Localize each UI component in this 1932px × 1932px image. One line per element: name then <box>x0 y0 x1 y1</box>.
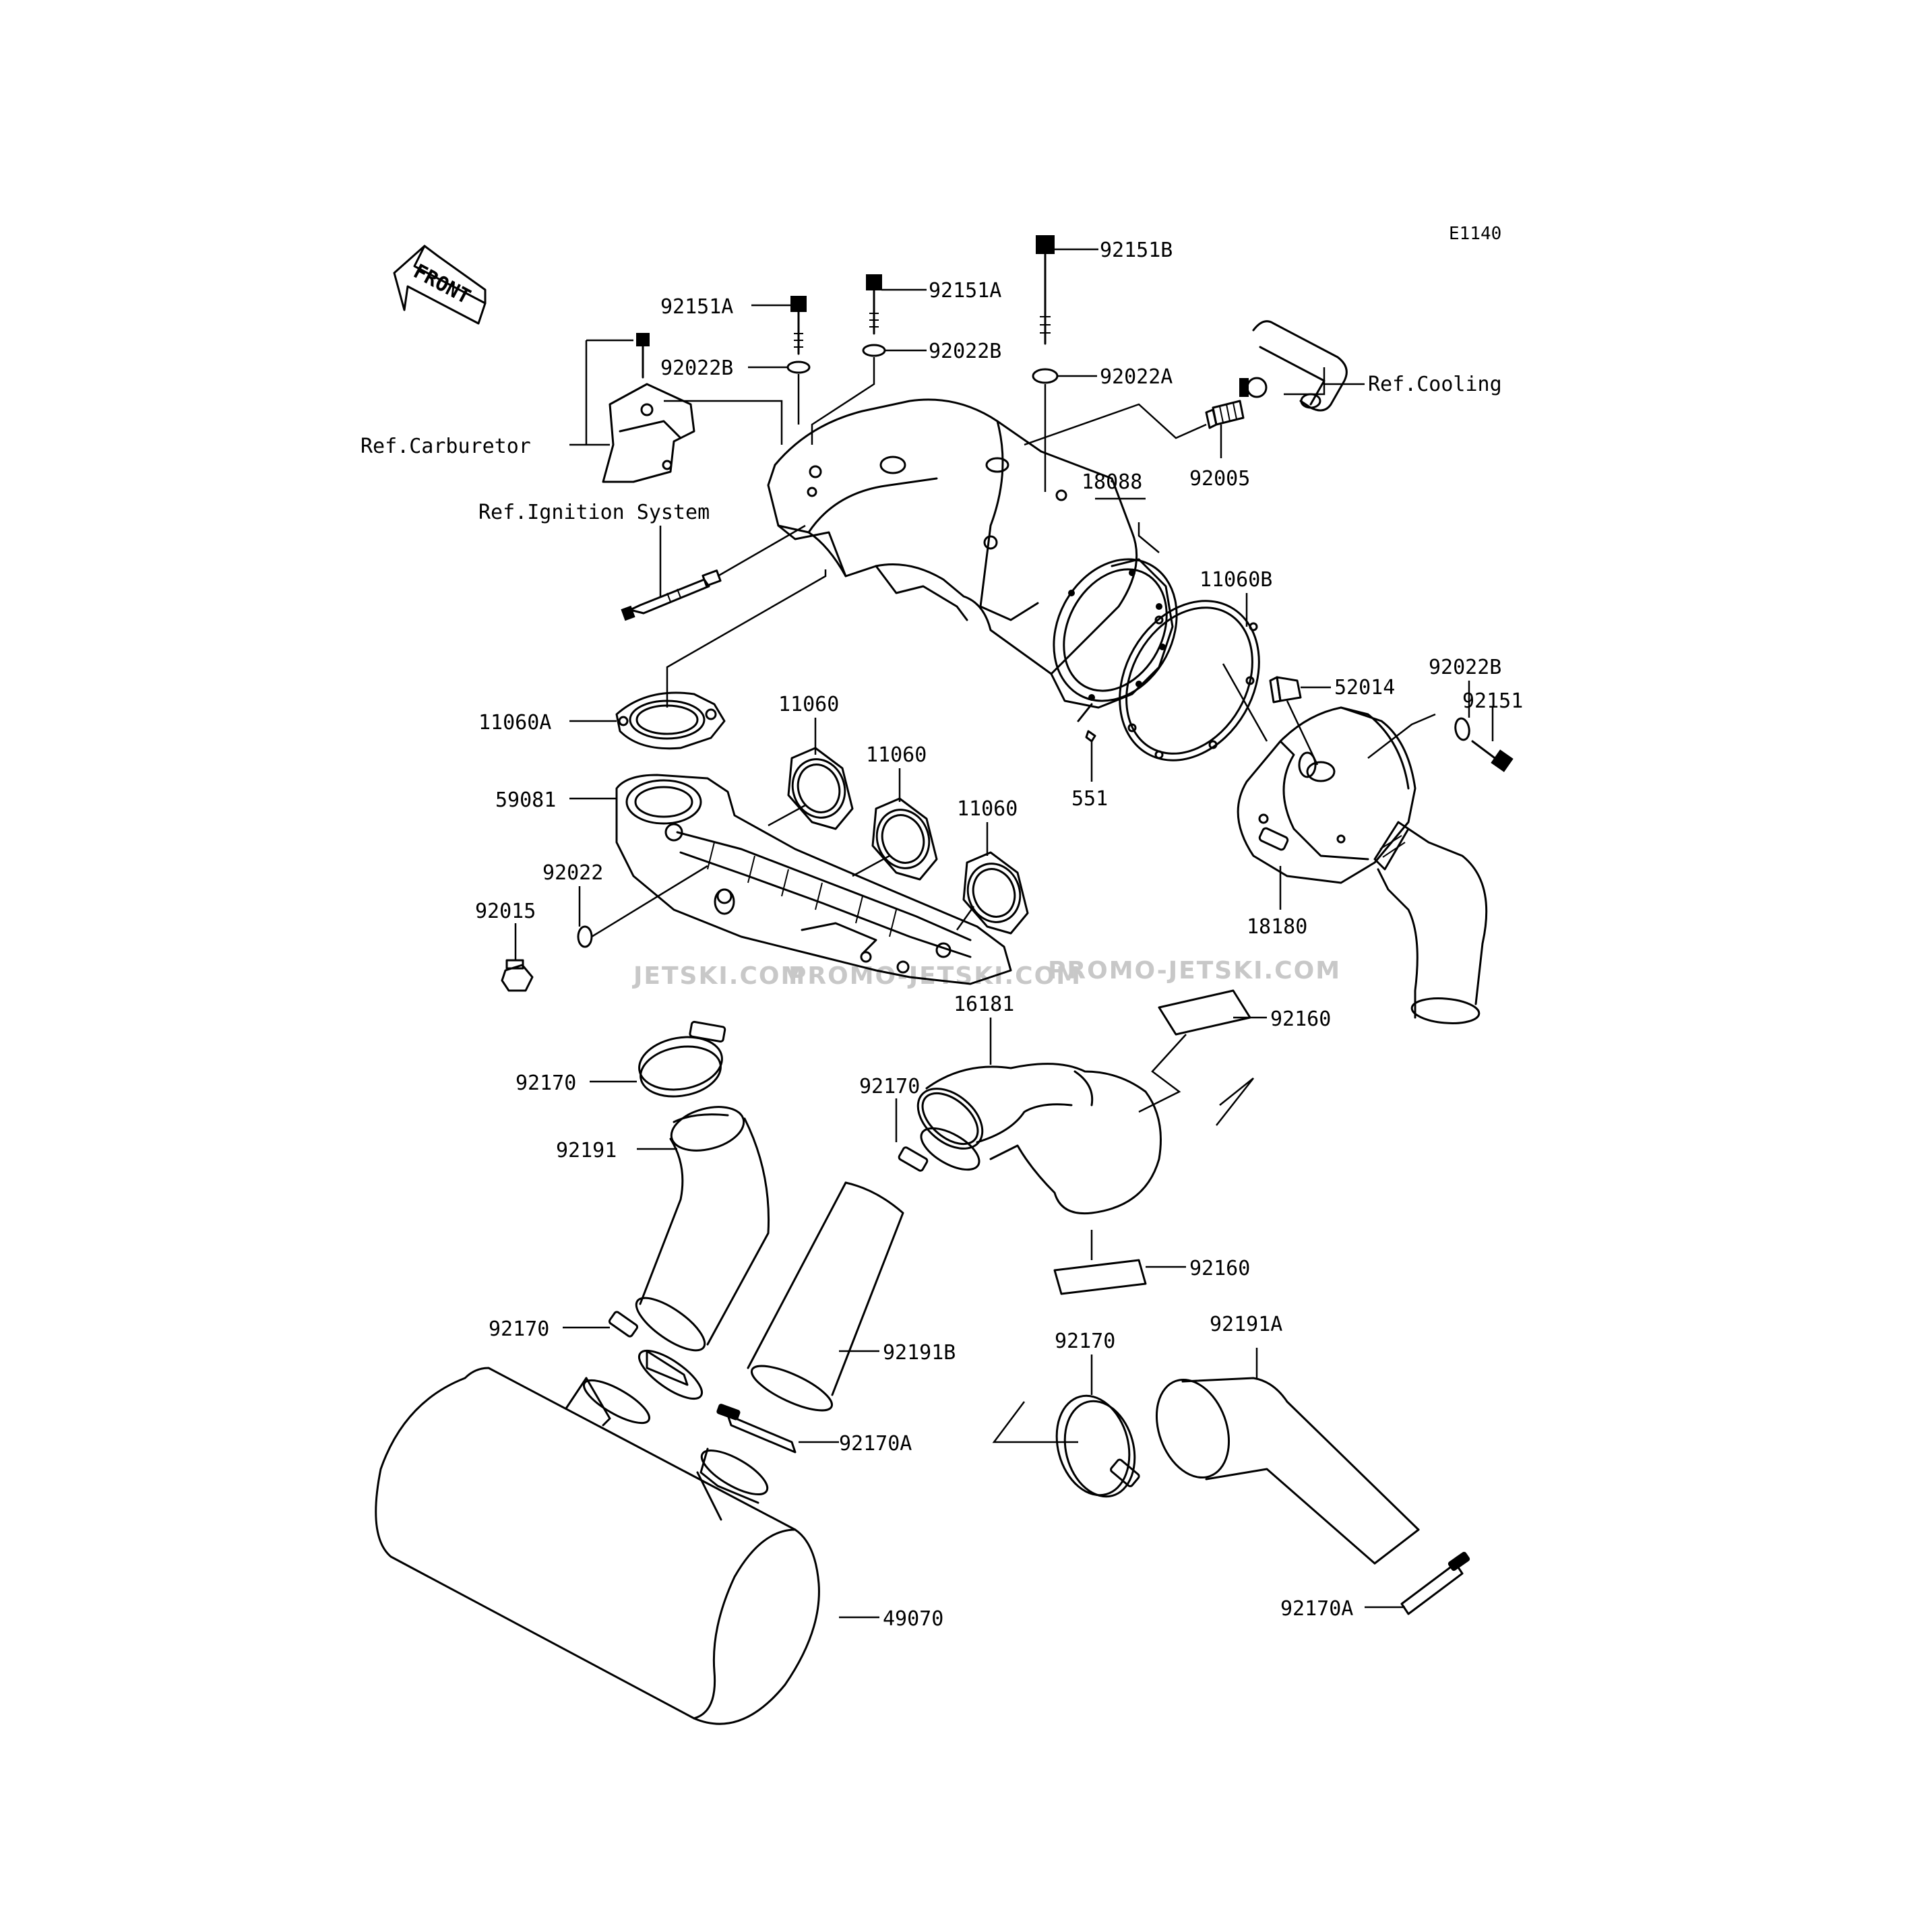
label-49070: 49070 <box>883 1607 943 1631</box>
hose-92191B <box>747 1181 904 1412</box>
label-551: 551 <box>1071 787 1108 811</box>
label-92151B: 92151B <box>1100 239 1173 262</box>
clamp-92170-2 <box>608 1311 703 1400</box>
clamp-92170-1 <box>638 1020 726 1098</box>
muffler-49070 <box>375 1367 820 1725</box>
label-16181: 16181 <box>954 993 1014 1016</box>
label-59081: 59081 <box>495 788 556 812</box>
bolt-92151B-long <box>1036 235 1055 345</box>
pin-551 <box>1077 703 1096 743</box>
label-92170A-1: 92170A <box>839 1432 912 1456</box>
label-92160-top: 92160 <box>1270 1007 1331 1031</box>
label-52014: 52014 <box>1334 676 1395 699</box>
bolt-92151-right <box>1471 740 1514 772</box>
label-18180: 18180 <box>1247 915 1307 939</box>
label-92151A-mid: 92151A <box>929 279 1001 303</box>
label-18088: 18088 <box>1082 470 1142 494</box>
label-92170-4: 92170 <box>1055 1330 1115 1353</box>
fitting-52014 <box>1269 676 1302 704</box>
label-92170-1: 92170 <box>516 1071 576 1095</box>
label-92191A: 92191A <box>1210 1313 1282 1336</box>
exhaust-pipe-18088 <box>767 398 1178 709</box>
water-box-18180 <box>1237 706 1488 1024</box>
gasket-11060-2 <box>871 797 938 881</box>
washer-92022A <box>1032 368 1059 384</box>
watermark-1: JETSKI.COM <box>631 962 806 990</box>
gasket-11060B <box>1119 600 1260 761</box>
gasket-11060-1 <box>787 747 854 830</box>
diagram-code: E1140 <box>1449 224 1501 244</box>
label-92022B-right: 92022B <box>1429 656 1501 679</box>
bolt-92151A-mid <box>866 274 882 335</box>
washer-92022B-left <box>786 361 811 374</box>
washer-92022B-right <box>1454 717 1470 741</box>
label-92005: 92005 <box>1189 467 1250 491</box>
clamp-92170-3 <box>898 1127 980 1172</box>
label-92170A-2: 92170A <box>1280 1597 1353 1621</box>
washer-92022 <box>577 925 593 948</box>
label-11060-2: 11060 <box>866 743 927 767</box>
label-92022B-mid: 92022B <box>929 340 1001 363</box>
label-92022A: 92022A <box>1100 365 1173 389</box>
nut-92015 <box>501 959 534 992</box>
pad-92160-bottom <box>1053 1259 1147 1295</box>
hose-16181 <box>916 1063 1162 1215</box>
label-92170-2: 92170 <box>489 1317 549 1341</box>
clamp-92170A-1 <box>716 1404 797 1454</box>
label-ref-cooling: Ref.Cooling <box>1368 373 1502 396</box>
watermark-3: PROMO-JETSKI.COM <box>1048 957 1341 985</box>
ignition-sensor <box>621 569 722 621</box>
label-11060B: 11060B <box>1199 568 1272 592</box>
hose-92191 <box>635 1106 770 1352</box>
pad-92160-top <box>1158 989 1251 1036</box>
exhaust-manifold-59081 <box>615 774 1012 985</box>
front-label: FRONT <box>410 259 474 309</box>
label-92170-3: 92170 <box>859 1075 920 1098</box>
clamp-92170-4 <box>1055 1394 1140 1498</box>
label-ref-carburetor: Ref.Carburetor <box>361 435 531 458</box>
fitting-92005 <box>1205 400 1245 429</box>
label-ref-ignition: Ref.Ignition System <box>478 501 710 524</box>
hose-92191A <box>1155 1377 1420 1565</box>
cooling-hose <box>1239 320 1348 412</box>
watermark-2: PROMO-JETSKI.COM <box>788 962 1082 990</box>
front-arrow-icon: FRONT <box>393 245 487 325</box>
label-92151A-left: 92151A <box>660 295 733 319</box>
label-92022: 92022 <box>542 861 603 885</box>
label-92191B: 92191B <box>883 1341 956 1365</box>
carburetor-bracket <box>602 333 695 483</box>
clamp-92170A-2 <box>1400 1551 1470 1615</box>
label-92191: 92191 <box>556 1139 617 1162</box>
label-92160-bottom: 92160 <box>1189 1257 1250 1280</box>
label-11060-3: 11060 <box>957 797 1018 821</box>
gasket-11060-3 <box>962 851 1029 935</box>
label-11060A: 11060A <box>478 711 551 735</box>
bolt-92151A-left <box>790 296 807 355</box>
label-11060-1: 11060 <box>778 693 839 716</box>
label-92015: 92015 <box>475 900 536 923</box>
label-92022B-left: 92022B <box>660 356 733 380</box>
washer-92022B-mid <box>862 344 886 357</box>
gasket-11060A <box>615 691 726 750</box>
label-92151-right: 92151 <box>1462 689 1523 713</box>
